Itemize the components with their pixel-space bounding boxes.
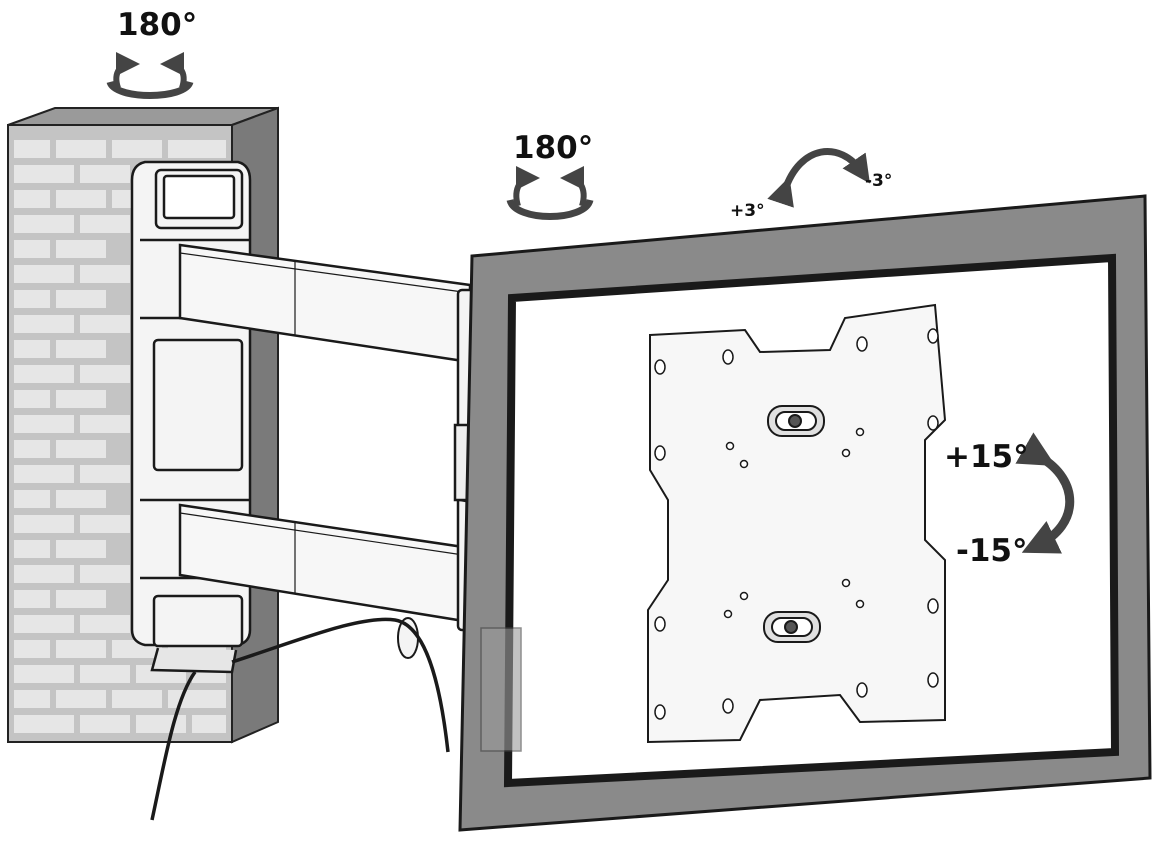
tilt-plus-label: +15° xyxy=(944,439,1029,475)
tilt-minus-label: -15° xyxy=(956,533,1028,569)
arm-swivel-rotate-icon xyxy=(506,166,594,220)
cable-cover xyxy=(480,627,522,752)
tilt-arrow-icon xyxy=(1015,432,1075,554)
wall-swivel-label: 180° xyxy=(117,7,197,43)
level-adjust-arrow-icon xyxy=(767,148,870,208)
safety-lock-lower xyxy=(763,611,821,643)
level-plus-label: +3° xyxy=(730,201,765,221)
arm-swivel-label: 180° xyxy=(513,130,593,166)
power-cable xyxy=(150,617,450,821)
wall-plate xyxy=(130,160,252,674)
level-minus-label: -3° xyxy=(865,171,892,191)
wall-swivel-rotate-icon xyxy=(106,52,194,99)
vesa-mounting-plate xyxy=(647,303,947,744)
safety-lock-upper xyxy=(767,405,825,437)
